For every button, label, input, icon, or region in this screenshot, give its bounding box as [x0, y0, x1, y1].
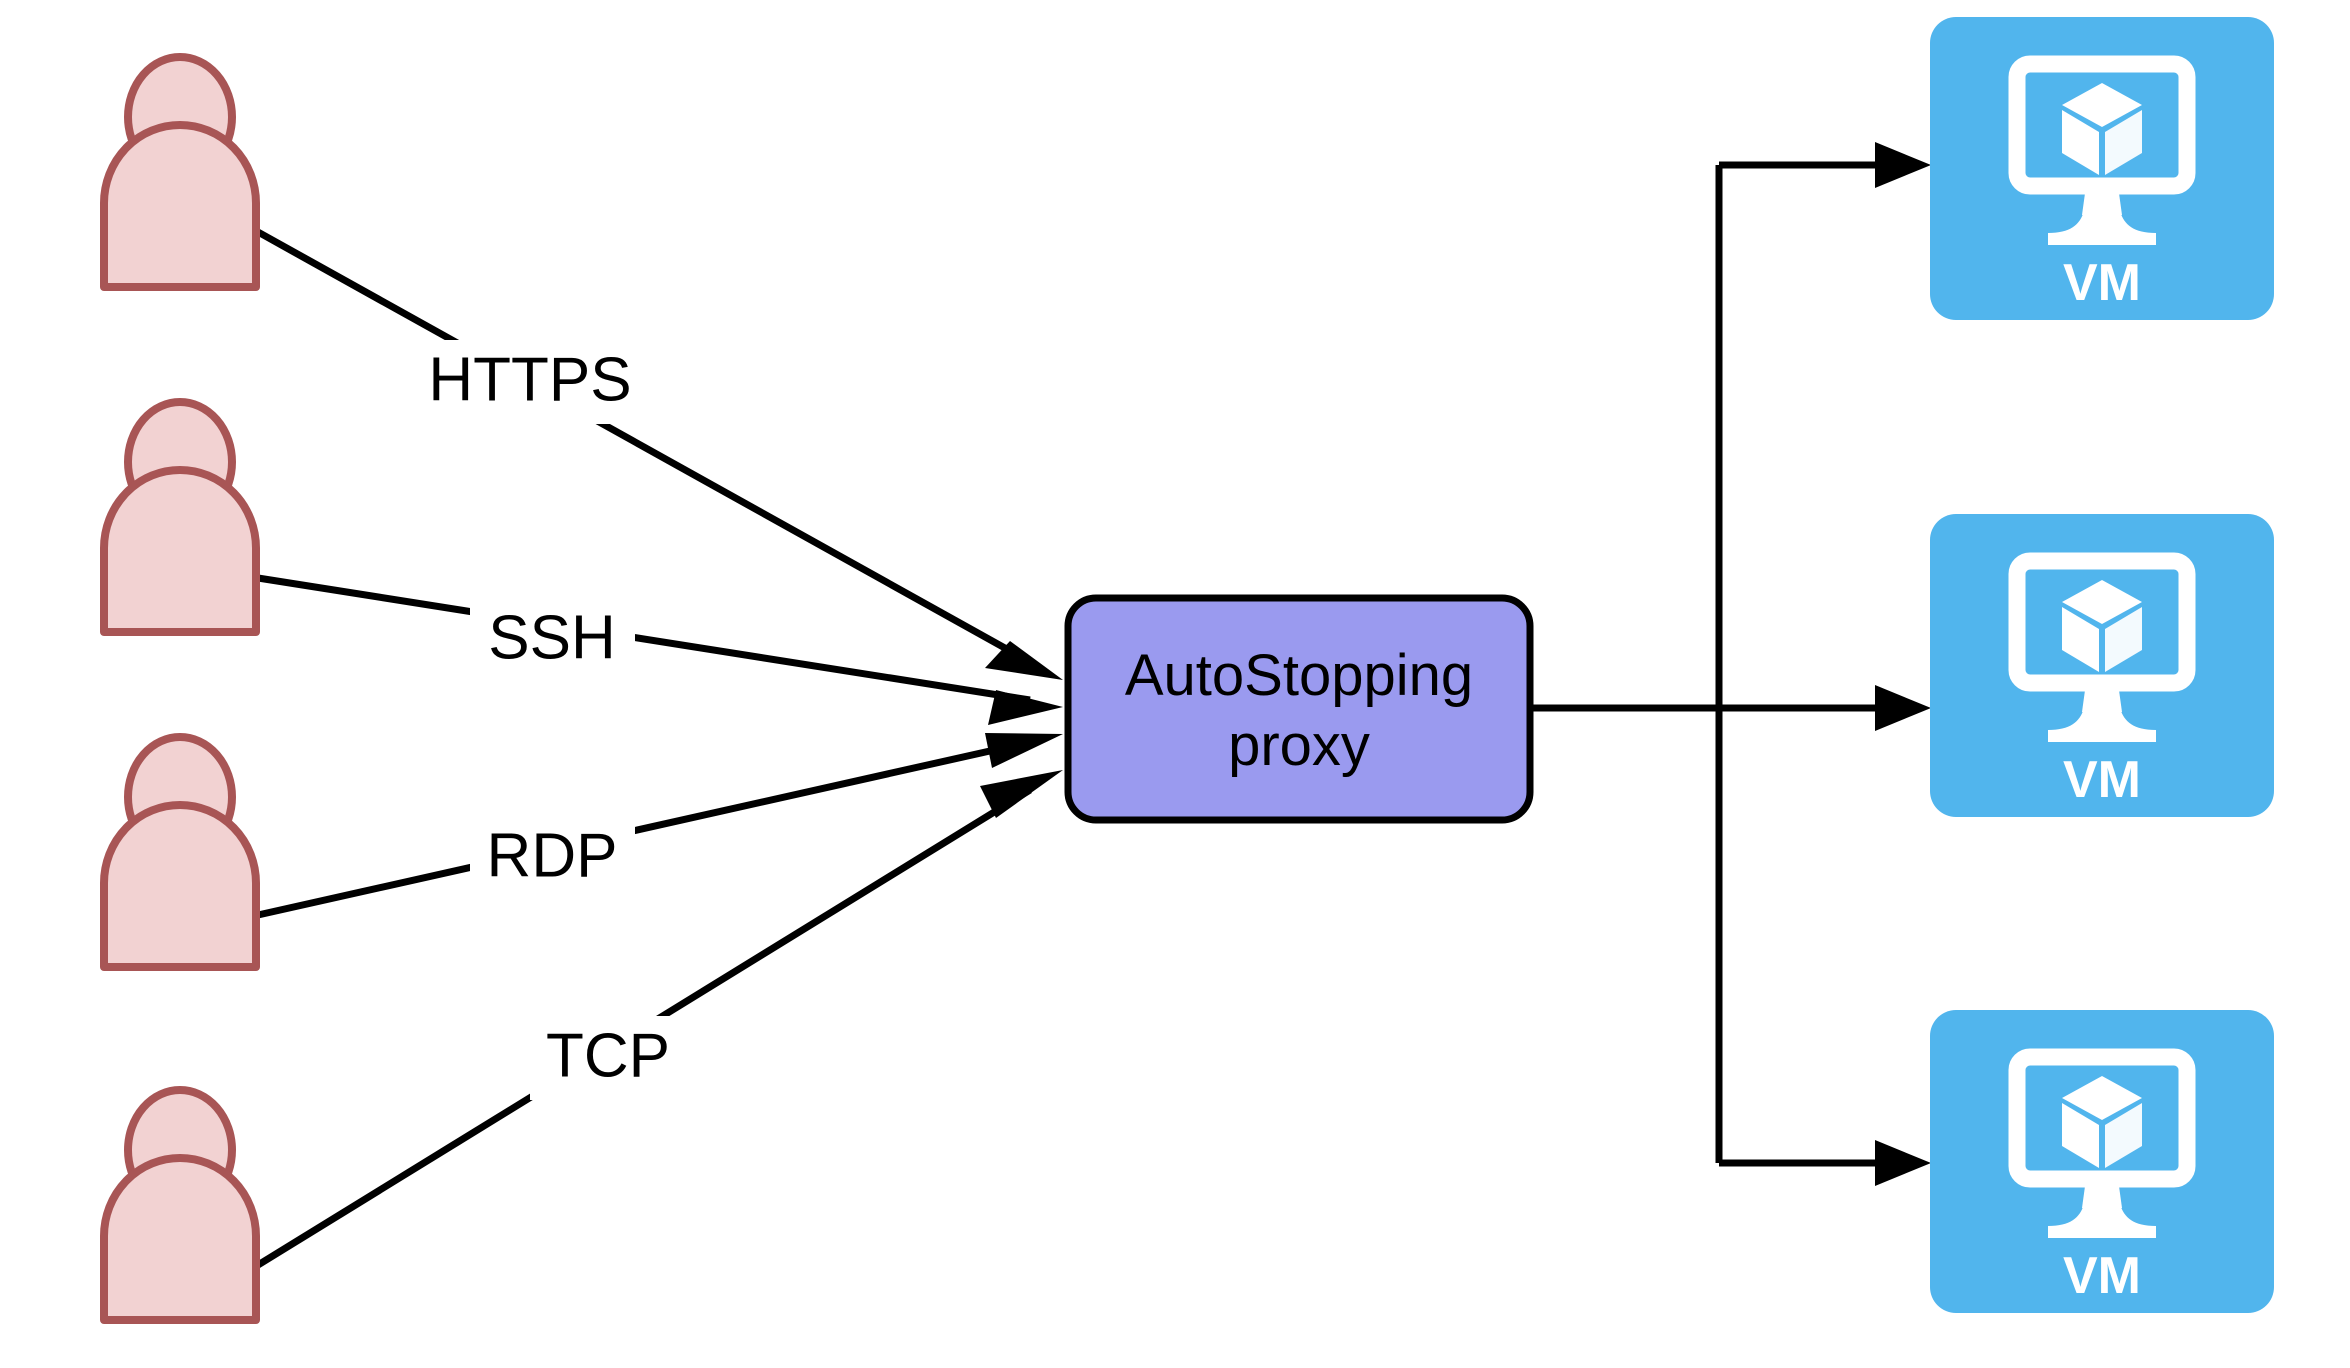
edge-https	[256, 228, 1063, 680]
actor-2-ssh[interactable]	[104, 402, 256, 632]
arrowhead-icon	[985, 641, 1063, 680]
proxy-label-line1: AutoStopping	[1125, 643, 1473, 708]
edge-ssh	[257, 574, 1063, 725]
user-actor-icon	[104, 737, 256, 967]
vm-label-top: VM	[2063, 254, 2141, 312]
edge-label-tcp-text: TCP	[546, 1021, 670, 1090]
vm-label-middle: VM	[2063, 751, 2141, 809]
vm-node-bottom[interactable]: VM	[1930, 1010, 2274, 1313]
proxy-label-line2: proxy	[1228, 713, 1370, 778]
vm-node-middle[interactable]: VM	[1930, 514, 2274, 817]
edge-rdp	[257, 733, 1063, 919]
user-actor-icon	[104, 402, 256, 632]
edge-label-tcp: TCP	[530, 1016, 690, 1100]
autostopping-proxy-node[interactable]: AutoStopping proxy	[1064, 594, 1534, 824]
proxy-box-shape	[1064, 594, 1534, 824]
actor-3-rdp[interactable]	[104, 737, 256, 967]
vm-node-top[interactable]: VM	[1930, 17, 2274, 320]
edge-label-https: HTTPS	[415, 340, 645, 424]
vm-label-bottom: VM	[2063, 1247, 2141, 1305]
arrowhead-icon-bottom-vm	[1875, 1140, 1931, 1186]
arrowhead-icon-middle-vm	[1875, 685, 1931, 731]
edge-label-https-text: HTTPS	[428, 345, 631, 414]
edge-label-rdp: RDP	[470, 816, 635, 900]
actor-1-https[interactable]	[104, 57, 256, 287]
arrowhead-icon	[988, 690, 1063, 725]
user-actor-icon	[104, 1090, 256, 1320]
actor-4-tcp[interactable]	[104, 1090, 256, 1320]
user-actor-icon	[104, 57, 256, 287]
arrowhead-icon-top-vm	[1875, 142, 1931, 188]
arrowhead-icon	[985, 733, 1063, 768]
edge-label-rdp-text: RDP	[487, 821, 618, 890]
edge-label-ssh: SSH	[470, 598, 635, 682]
edge-label-ssh-text: SSH	[488, 603, 615, 672]
arrowhead-icon	[980, 770, 1063, 818]
